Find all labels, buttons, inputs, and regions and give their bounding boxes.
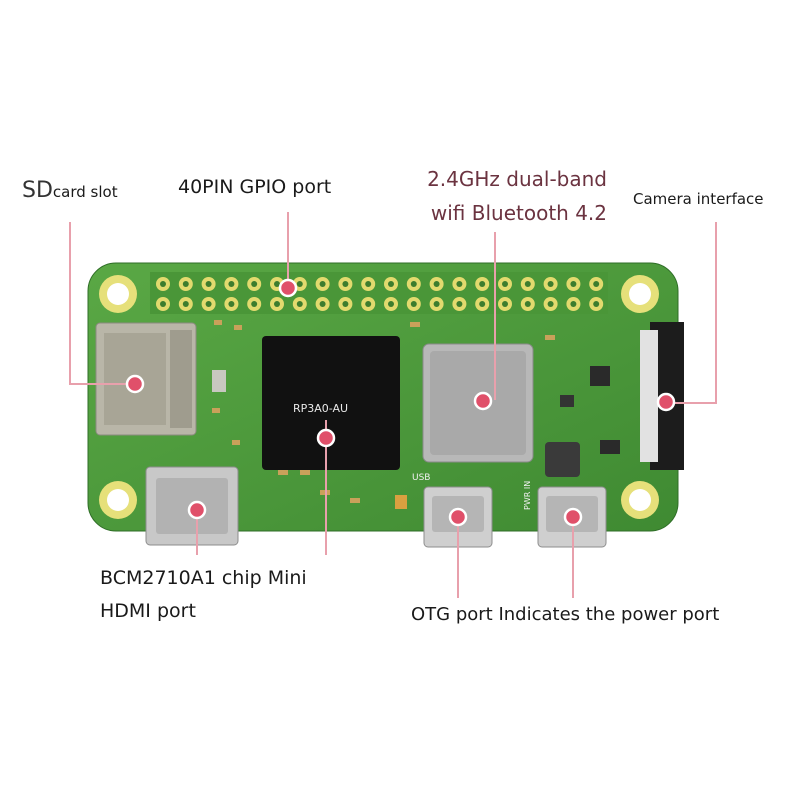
gpio-pad-hole (502, 301, 508, 307)
gpio-pad-hole (570, 281, 577, 287)
gpio-pad-hole (593, 301, 600, 307)
gpio-pad-hole (296, 281, 303, 287)
gpio-pad-hole (228, 301, 235, 307)
gpio-pad-hole (547, 281, 554, 287)
gpio-pad-hole (570, 301, 577, 307)
gpio-pad-hole (433, 301, 440, 307)
passive-components (212, 320, 620, 509)
gpio-pad-hole (228, 281, 235, 287)
gpio-pad-hole (479, 281, 486, 287)
chip-marker (316, 428, 336, 448)
gpio-pad-hole (433, 281, 440, 287)
gpio-pad-hole (182, 281, 189, 287)
hdmi-marker (187, 500, 207, 520)
mounting-holes (99, 275, 659, 519)
sd-prefix: SD (22, 178, 53, 203)
gpio-pad-hole (547, 301, 554, 307)
gpio-pad-hole (388, 281, 394, 287)
camera-connector (640, 322, 684, 470)
gpio-pad-hole (205, 301, 212, 307)
sd-card-slot (95, 322, 197, 436)
sd-card-label: SDcard slot (22, 178, 118, 203)
gpio-pad-hole (251, 281, 258, 287)
gpio-pad-hole (502, 281, 508, 287)
chip-marking: RP3A0-AU (293, 402, 348, 415)
otg-marker (448, 507, 468, 527)
gpio-pad-hole (274, 281, 280, 287)
gpio-pad-hole (274, 301, 280, 307)
bcm-label-line1: BCM2710A1 chip Mini (100, 567, 307, 589)
gpio-pad-hole (342, 301, 349, 307)
gpio-pad-hole (410, 301, 417, 307)
sd-marker (125, 374, 145, 394)
gpio-pad-hole (205, 281, 212, 287)
wifi-marker (473, 391, 493, 411)
gpio-pad-hole (524, 281, 531, 287)
bcm-label-line2: HDMI port (100, 600, 196, 622)
wifi-label: 2.4GHz dual-band wifi Bluetooth 4.2 (410, 162, 607, 230)
gpio-pad-hole (479, 301, 486, 307)
gpio-header (150, 272, 608, 314)
leader-lines (69, 212, 717, 598)
gpio-marker (278, 278, 298, 298)
camera-marker (656, 392, 676, 412)
gpio-pad-hole (388, 301, 394, 307)
gpio-pad-hole (319, 301, 326, 307)
gpio-pad-hole (319, 281, 326, 287)
pwr-silk-label: PWR IN (523, 481, 532, 510)
gpio-pad-hole (593, 281, 600, 287)
markers (125, 278, 676, 527)
gpio-pad-area (150, 272, 608, 314)
gpio-pad-hole (342, 281, 349, 287)
sd-rest: card slot (52, 183, 118, 201)
gpio-pad-hole (160, 281, 166, 287)
gpio-pad-hole (182, 301, 189, 307)
camera-leader (668, 222, 717, 404)
gpio-label: 40PIN GPIO port (178, 176, 332, 198)
gpio-pad-hole (365, 281, 372, 287)
usb-silk-label: USB (412, 473, 430, 483)
gpio-pad-hole (251, 301, 258, 307)
gpio-pad-hole (456, 301, 463, 307)
gpio-pad-hole (365, 301, 372, 307)
power-marker (563, 507, 583, 527)
gpio-pad-hole (160, 301, 166, 307)
gpio-pad-hole (456, 281, 463, 287)
camera-label: Camera interface (633, 190, 764, 208)
gpio-pad-hole (410, 281, 417, 287)
soc-chip: RP3A0-AU (262, 336, 400, 470)
inductor (545, 442, 580, 477)
wifi-label-line1: 2.4GHz dual-band (427, 167, 607, 191)
gpio-pad-hole (296, 301, 303, 307)
sd-leader (69, 222, 134, 385)
gpio-pad-hole (524, 301, 531, 307)
otg-power-label: OTG port Indicates the power port (411, 604, 720, 625)
bcm-hdmi-label: BCM2710A1 chip Mini HDMI port (100, 562, 307, 628)
wifi-label-line2: wifi Bluetooth 4.2 (430, 201, 607, 225)
